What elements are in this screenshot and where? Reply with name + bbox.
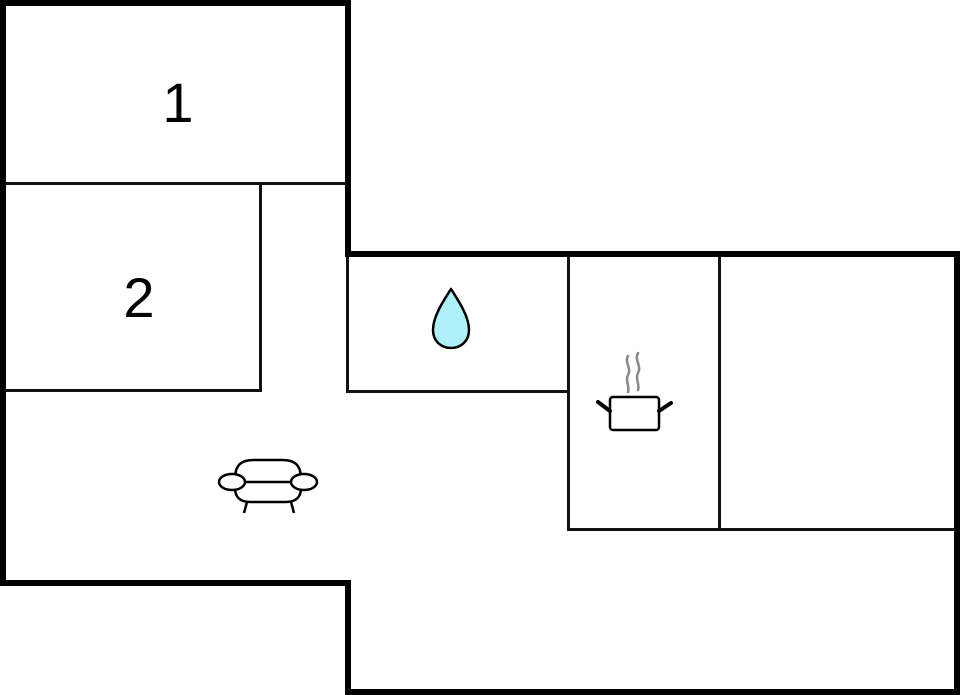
wall-kitchen-left xyxy=(567,257,570,531)
wall-bedroom2-bottom xyxy=(6,389,262,392)
wall-lower-vertical xyxy=(345,580,351,695)
wall-step-bottom xyxy=(0,580,351,586)
wall-left xyxy=(0,0,6,586)
wall-top-left xyxy=(0,0,351,6)
room-label-bedroom-1: 1 xyxy=(162,71,194,134)
room-label-bedroom-2: 2 xyxy=(123,266,155,329)
wall-right xyxy=(954,251,960,695)
wall-bottom xyxy=(345,689,960,695)
wall-step-top xyxy=(345,251,960,257)
wall-kitchen-right xyxy=(718,257,721,531)
armchair-icon xyxy=(217,458,319,514)
wall-bedroom2-right xyxy=(259,182,262,392)
wall-kitchen-bottom xyxy=(567,528,955,531)
wall-bedroom1-bottom xyxy=(6,182,346,185)
cooking-pot-icon xyxy=(596,351,673,432)
wall-bathroom-left xyxy=(346,257,349,393)
wall-upper-divider-vertical xyxy=(345,0,351,257)
water-drop-icon xyxy=(431,287,471,350)
wall-bathroom-bottom xyxy=(346,390,569,393)
